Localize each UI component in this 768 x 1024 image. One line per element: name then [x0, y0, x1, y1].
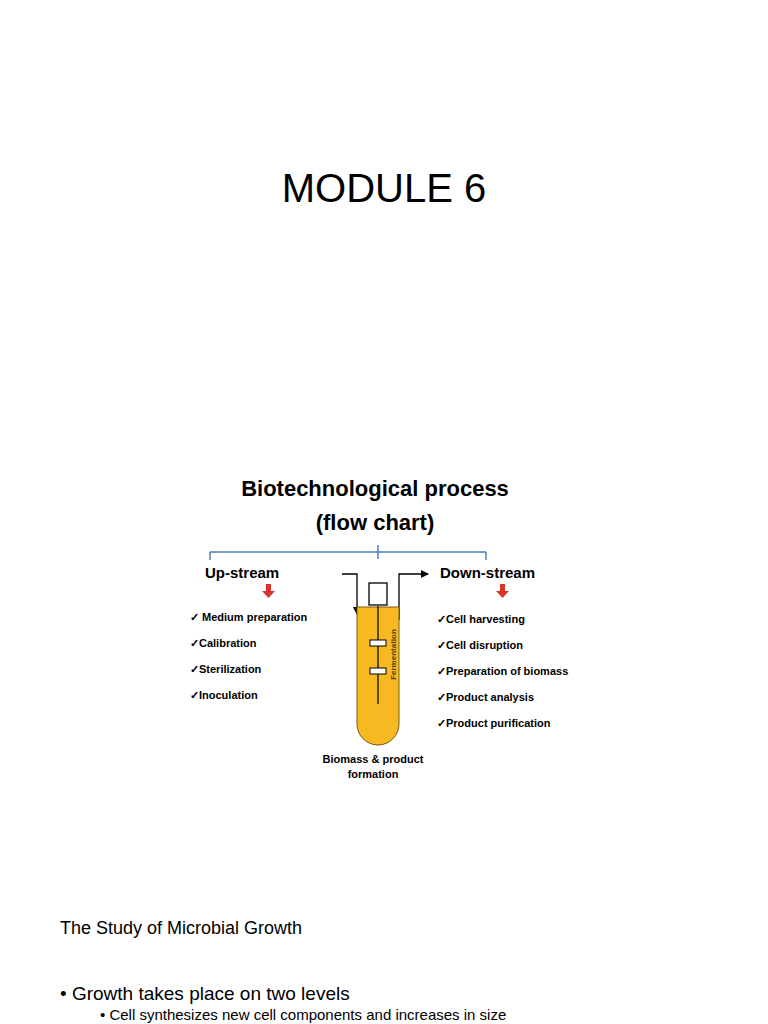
step-item: ✓Inoculation	[190, 689, 258, 702]
step-item: ✓Sterilization	[190, 663, 261, 676]
chart-heading: (flow chart)	[316, 510, 435, 536]
fermenter-tube: Fermentation	[356, 606, 400, 746]
bullet-text: • Cell synthesizes new cell components a…	[100, 1006, 506, 1023]
step-item: ✓Product purification	[437, 717, 551, 730]
step-item: ✓ Medium preparation	[190, 611, 307, 624]
step-item: ✓Cell disruption	[437, 639, 523, 652]
stage-heading: Down-stream	[440, 564, 535, 581]
tube-caption: Biomass & product	[323, 753, 424, 765]
tube-label: Fermentation	[388, 629, 397, 680]
step-item: ✓Calibration	[190, 637, 256, 650]
slide-title: MODULE 6	[0, 166, 768, 211]
bracket	[210, 545, 486, 560]
step-item: ✓Preparation of biomass	[437, 665, 568, 678]
stage-heading: Up-stream	[205, 564, 279, 581]
step-item: ✓Product analysis	[437, 691, 534, 704]
section-heading: The Study of Microbial Growth	[60, 918, 302, 939]
step-item: ✓Cell harvesting	[437, 613, 525, 626]
tube-caption: formation	[348, 768, 399, 780]
chart-heading: Biotechnological process	[241, 476, 509, 502]
motor-box	[364, 580, 394, 610]
bullet-text: • Growth takes place on two levels	[60, 983, 350, 1005]
